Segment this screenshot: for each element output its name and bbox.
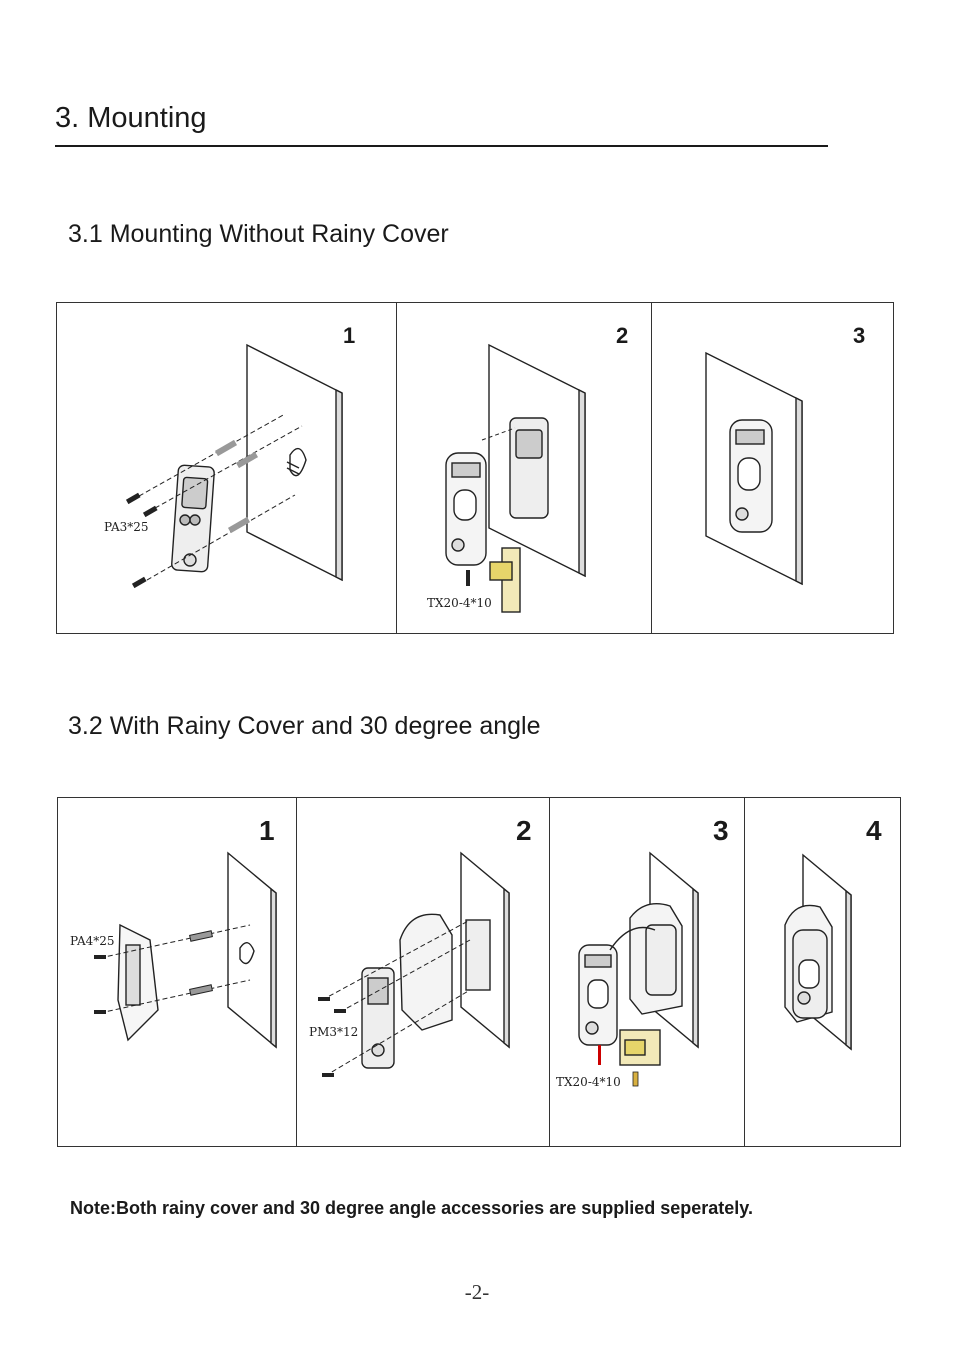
panel-divider <box>744 797 745 1147</box>
step-number: 1 <box>343 323 356 348</box>
machine-screw-caption: PM3*12 <box>309 1025 359 1039</box>
subsection-title-with-cover: 3.2 With Rainy Cover and 30 degree angle <box>68 712 541 740</box>
screw-caption: PA3*25 <box>104 520 149 534</box>
mounting-steps-panel-2 <box>57 797 901 1147</box>
torx-caption: TX20-4*10 <box>427 596 492 610</box>
note-text: Note:Both rainy cover and 30 degree angl… <box>70 1198 753 1218</box>
step-number: 2 <box>616 323 629 348</box>
title-rule <box>55 145 828 147</box>
panel-divider <box>396 302 397 634</box>
page-number: -2- <box>464 1280 490 1304</box>
panel-divider <box>296 797 297 1147</box>
mounting-steps-panel-1 <box>56 302 894 634</box>
step-number: 1 <box>259 815 275 846</box>
step-number: 3 <box>853 323 866 348</box>
screw-caption: PA4*25 <box>70 934 115 948</box>
step-number: 3 <box>713 815 729 846</box>
step-number: 4 <box>866 815 882 846</box>
section-title: 3. Mounting <box>55 102 207 134</box>
step-number: 2 <box>516 815 532 846</box>
subsection-title-without-cover: 3.1 Mounting Without Rainy Cover <box>68 220 449 248</box>
torx-caption: TX20-4*10 <box>556 1075 621 1089</box>
panel-divider <box>549 797 550 1147</box>
panel-divider <box>651 302 652 634</box>
